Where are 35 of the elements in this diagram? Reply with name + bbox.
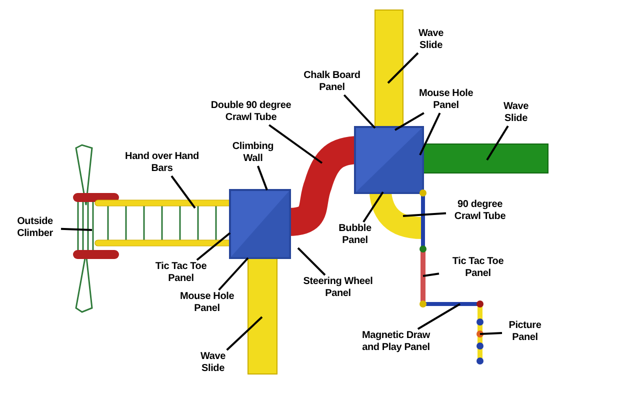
leader-line [343, 94, 376, 129]
part-label: Chalk Board Panel [297, 70, 367, 94]
part-label: Mouse Hole Panel [410, 88, 482, 112]
part-label: Wave Slide [496, 101, 536, 125]
part-label: Double 90 degree Crawl Tube [205, 100, 297, 124]
leader-line [256, 166, 268, 190]
part-label: Climbing Wall [228, 141, 278, 165]
leader-line [419, 112, 441, 156]
leader-line [60, 228, 92, 231]
leader-line [387, 52, 419, 84]
leader-line [226, 316, 263, 351]
leader-line [486, 125, 509, 161]
part-label: Magnetic Draw and Play Panel [354, 330, 438, 354]
leader-line [394, 112, 424, 131]
leader-line [196, 232, 231, 261]
part-label: Bubble Panel [335, 223, 375, 247]
part-label: 90 degree Crawl Tube [447, 199, 513, 223]
leader-line [480, 332, 502, 335]
leader-line [268, 124, 323, 164]
part-label: Wave Slide [193, 351, 233, 375]
part-label: Picture Panel [503, 320, 547, 344]
leader-line [362, 191, 384, 223]
part-label: Tic Tac Toe Panel [440, 256, 516, 280]
leader-line [402, 212, 446, 217]
part-label: Outside Climber [10, 216, 60, 240]
part-label: Steering Wheel Panel [300, 276, 376, 300]
part-label: Mouse Hole Panel [171, 291, 243, 315]
part-label: Wave Slide [411, 28, 451, 52]
leader-line [170, 175, 196, 209]
part-label: Tic Tac Toe Panel [143, 261, 219, 285]
leader-line [422, 272, 440, 277]
leader-line [218, 257, 249, 291]
leader-line [417, 303, 461, 330]
part-label: Hand over Hand Bars [120, 151, 204, 175]
leader-line [297, 247, 326, 276]
